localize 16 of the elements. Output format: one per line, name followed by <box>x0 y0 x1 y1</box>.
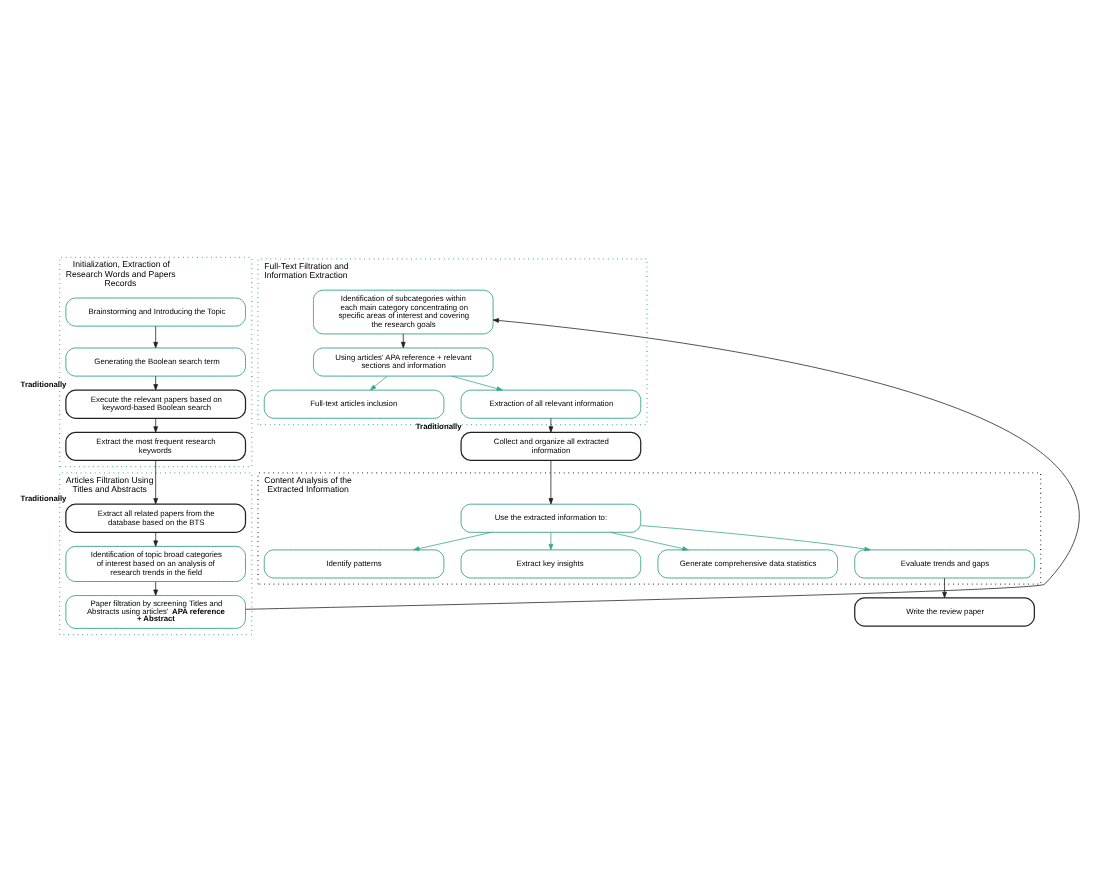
arrow <box>548 532 554 551</box>
arrow <box>609 531 689 551</box>
arrow <box>370 375 388 391</box>
arrow <box>942 577 947 598</box>
arrow <box>153 417 158 433</box>
arrow <box>153 581 158 596</box>
arrow <box>153 532 158 547</box>
arrow <box>548 460 554 505</box>
arrow <box>548 417 554 433</box>
arrow <box>153 325 158 349</box>
arrow <box>451 375 503 391</box>
arrow <box>245 318 1079 610</box>
arrow <box>640 525 871 552</box>
arrow <box>401 333 406 349</box>
arrow <box>153 460 158 505</box>
arrow <box>153 375 158 391</box>
